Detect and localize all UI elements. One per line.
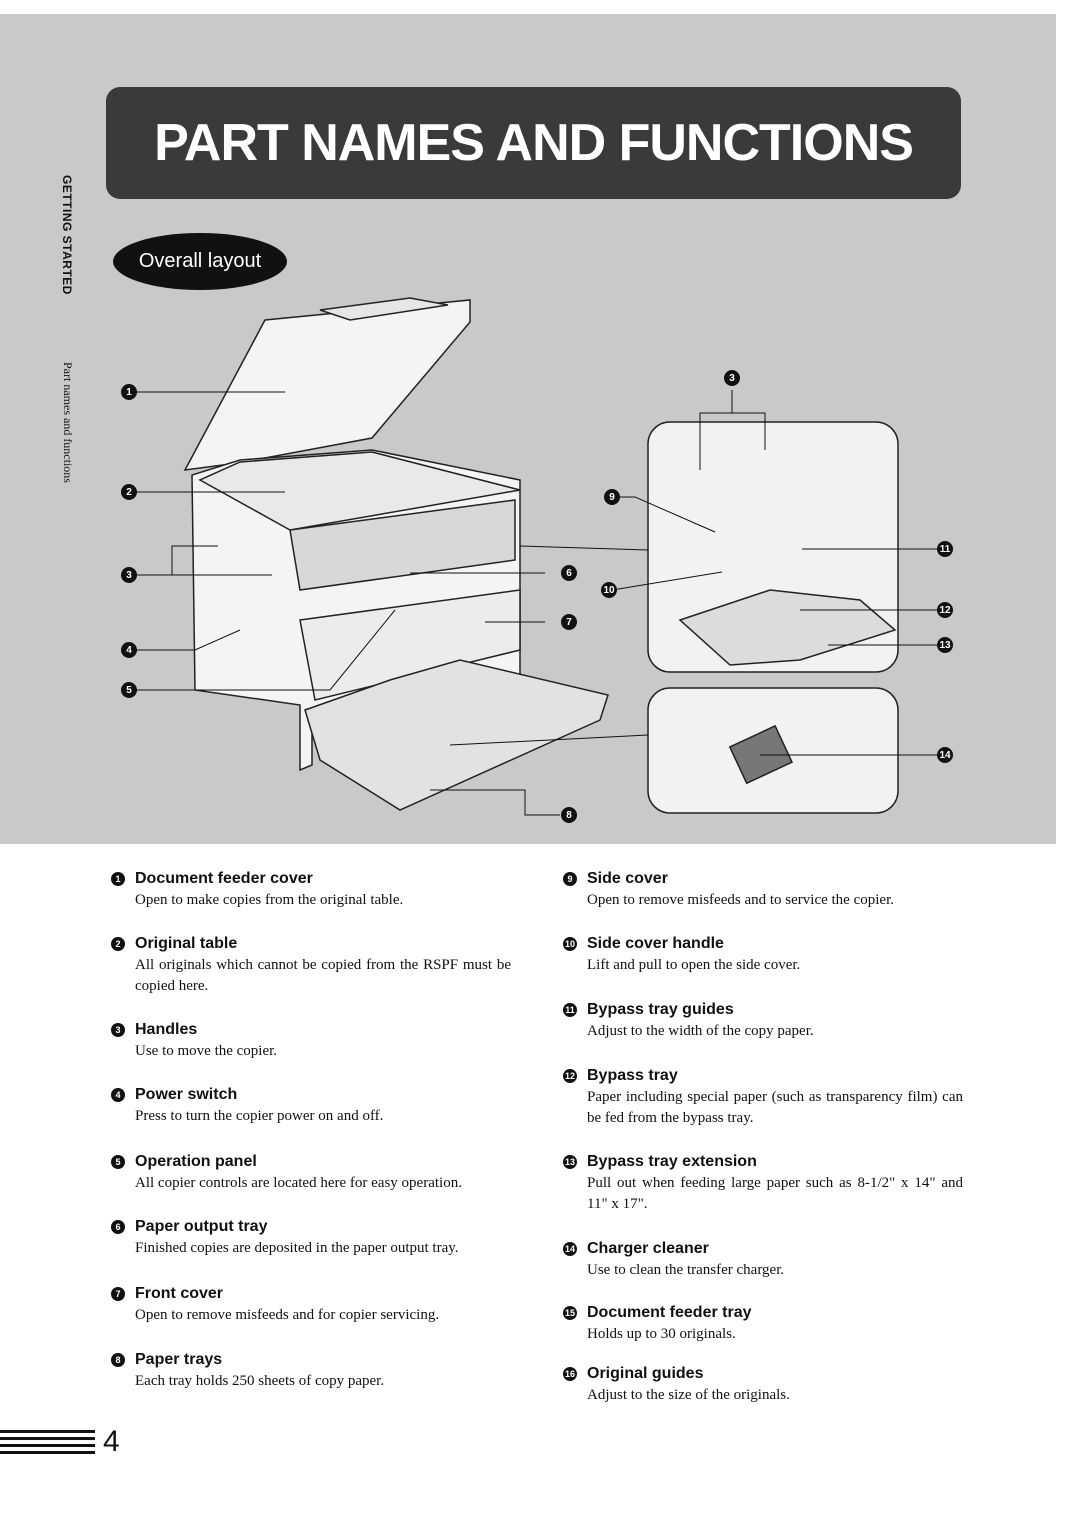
side-subsection-text: Part names and functions	[61, 362, 75, 483]
part-number-badge: 10	[563, 937, 577, 951]
part-name: Bypass tray extension	[587, 1153, 757, 1170]
section-heading-oval: Overall layout	[113, 233, 287, 290]
callout-1: 1	[121, 384, 137, 400]
part-name: Operation panel	[135, 1153, 257, 1170]
part-description: Use to move the copier.	[135, 1043, 278, 1059]
part-number-badge: 4	[111, 1088, 125, 1102]
side-subsection-label: Part names and functions	[60, 362, 90, 522]
part-description: Open to make copies from the original ta…	[135, 892, 404, 908]
side-section-text: GETTING STARTED	[60, 175, 74, 295]
part-name: Paper trays	[135, 1351, 223, 1368]
part-description: Open to remove misfeeds and for copier s…	[135, 1307, 440, 1323]
page-title-banner: PART NAMES AND FUNCTIONS	[106, 87, 961, 199]
paper-tray-shape	[304, 659, 609, 811]
part-number-badge: 3	[111, 1023, 125, 1037]
callout-10: 10	[601, 582, 617, 598]
part-description: Press to turn the copier power on and of…	[135, 1108, 384, 1124]
part-number-badge: 7	[111, 1287, 125, 1301]
callout-12: 12	[937, 602, 953, 618]
page-number-rule	[0, 1430, 95, 1460]
part-name: Original guides	[587, 1365, 704, 1382]
part-description: Pull out when feeding large paper such a…	[587, 1175, 963, 1212]
callout-9: 9	[604, 489, 620, 505]
part-number-badge: 8	[111, 1353, 125, 1367]
part-description: Use to clean the transfer charger.	[587, 1262, 785, 1278]
part-description: Adjust to the width of the copy paper.	[587, 1023, 814, 1039]
part-description: Holds up to 30 originals.	[587, 1326, 736, 1342]
document-feeder-cover-shape	[183, 299, 471, 471]
callout-14: 14	[937, 747, 953, 763]
part-number-badge: 14	[563, 1242, 577, 1256]
part-number-badge: 9	[563, 872, 577, 886]
part-name: Front cover	[135, 1285, 224, 1302]
part-name: Side cover handle	[587, 935, 724, 952]
bypass-tray-inset-shape	[678, 589, 897, 666]
part-name: Bypass tray	[587, 1067, 678, 1084]
document-feeder-tray-shape	[319, 297, 449, 321]
part-number-badge: 16	[563, 1367, 577, 1381]
page-title: PART NAMES AND FUNCTIONS	[154, 114, 914, 172]
part-description: Each tray holds 250 sheets of copy paper…	[135, 1373, 385, 1389]
part-number-badge: 1	[111, 872, 125, 886]
part-number-badge: 13	[563, 1155, 577, 1169]
callout-6: 6	[561, 565, 577, 581]
part-name: Charger cleaner	[587, 1240, 709, 1257]
section-heading: Overall layout	[138, 250, 262, 272]
part-description: Adjust to the size of the originals.	[587, 1387, 790, 1403]
part-name: Handles	[135, 1021, 198, 1038]
callout-3-inset: 3	[724, 370, 740, 386]
part-description: Lift and pull to open the side cover.	[587, 957, 801, 973]
part-name: Side cover	[587, 870, 668, 887]
part-description: Finished copies are deposited in the pap…	[135, 1240, 459, 1256]
part-name: Bypass tray guides	[587, 1001, 734, 1018]
callout-11: 11	[937, 541, 953, 557]
part-description: All originals which cannot be copied fro…	[135, 957, 511, 994]
part-number-badge: 5	[111, 1155, 125, 1169]
leader-lines	[137, 390, 940, 816]
copier-illustration	[137, 297, 940, 816]
part-number-badge: 12	[563, 1069, 577, 1083]
callout-4: 4	[121, 642, 137, 658]
front-cover-shape	[299, 589, 521, 701]
page-number: 4	[103, 1425, 120, 1458]
part-number-badge: 2	[111, 937, 125, 951]
part-description: Open to remove misfeeds and to service t…	[587, 892, 894, 908]
side-section-label: GETTING STARTED	[60, 175, 90, 315]
callout-5: 5	[121, 682, 137, 698]
callout-2: 2	[121, 484, 137, 500]
part-name: Original table	[135, 935, 238, 952]
original-table-shape	[198, 451, 521, 531]
part-name: Power switch	[135, 1086, 238, 1103]
callout-13: 13	[937, 637, 953, 653]
callout-7: 7	[561, 614, 577, 630]
part-name: Paper output tray	[135, 1218, 268, 1235]
part-number-badge: 6	[111, 1220, 125, 1234]
callout-3: 3	[121, 567, 137, 583]
callout-8: 8	[561, 807, 577, 823]
part-name: Document feeder cover	[135, 870, 313, 887]
part-number-badge: 15	[563, 1306, 577, 1320]
part-description: All copier controls are located here for…	[135, 1175, 462, 1191]
part-name: Document feeder tray	[587, 1304, 752, 1321]
part-description: Paper including special paper (such as t…	[587, 1089, 963, 1126]
paper-output-area-shape	[289, 499, 516, 591]
part-number-badge: 11	[563, 1003, 577, 1017]
